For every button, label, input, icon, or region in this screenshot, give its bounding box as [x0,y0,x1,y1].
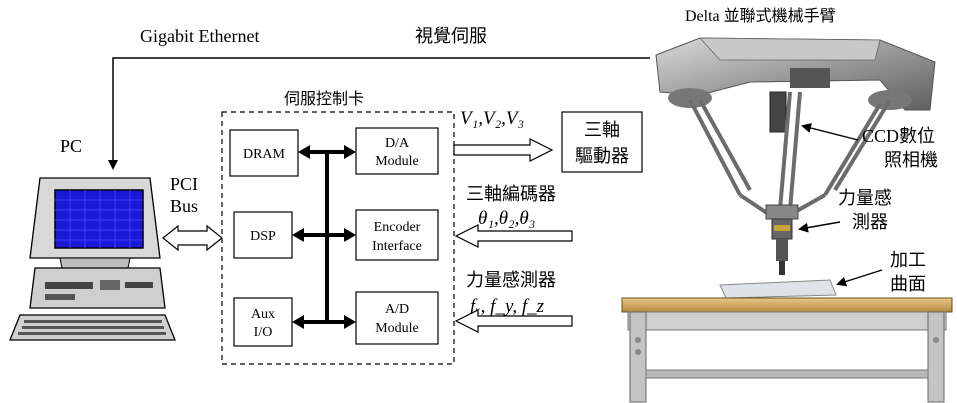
da-module-box [355,127,439,175]
ad-module-box [355,291,439,345]
ccd-label-2: 照相機 [884,150,938,170]
force-input-arrow [454,309,573,333]
work-table [621,297,953,403]
dsp-box [233,211,293,259]
force-sensor-label-2: 測器 [852,212,888,232]
io-label: I/O [254,325,273,340]
ethernet-line [108,57,650,170]
driver-label-2: 驅動器 [575,146,629,166]
dram-label: DRAM [243,147,286,162]
pci-bus-arrow [162,224,223,252]
delta-robot-illustration [655,37,936,299]
theta-label: θ₁,θ₂,θ₃ [478,208,535,229]
gigabit-label: Gigabit Ethernet [140,26,259,46]
interface-label: Interface [372,239,422,254]
workpiece-pointer-arrow [836,269,883,287]
workpiece-label-2: 曲面 [890,274,926,294]
pc-computer-icon [9,177,176,341]
force-values-label: fₓ, f_y, f_z [470,296,545,317]
dram-box [229,129,299,177]
servo-card-box [221,111,455,365]
ccd-label-1: CCD數位 [862,126,935,146]
delta-robot-title: Delta 並聯式機械手臂 [685,7,836,25]
da-module-label: Module [375,154,419,169]
workpiece-label-1: 加工 [890,250,926,270]
ad-module-label: Module [375,321,419,336]
visual-servo-label: 視覺伺服 [415,26,487,46]
aux-io-box [233,297,293,347]
da-output-arrow [453,138,554,162]
internal-bus [298,150,350,324]
driver-label-1: 三軸 [584,120,620,140]
encoder-label: Encoder [374,220,421,235]
dsp-label: DSP [250,229,276,244]
encoder-interface-box [355,209,439,261]
pc-label: PC [60,136,82,156]
ccd-pointer-arrow [801,123,859,141]
driver-box [561,111,643,173]
force-sensor-pointer-arrow [798,221,841,233]
ad-label: A/D [385,302,409,317]
da-label: D/A [385,136,410,151]
encoder-title: 三軸編碼器 [466,184,556,204]
voltage-label: V₁,V₂,V₃ [460,108,524,129]
force-sensor-label-1: 力量感 [838,188,892,208]
servo-card-title: 伺服控制卡 [284,90,364,108]
force-title: 力量感測器 [466,270,556,290]
encoder-input-arrow [454,224,573,248]
pci-label: PCI [170,174,198,194]
bus-arrowheads [292,145,356,329]
bus-label: Bus [170,196,198,216]
aux-label: Aux [251,307,275,322]
